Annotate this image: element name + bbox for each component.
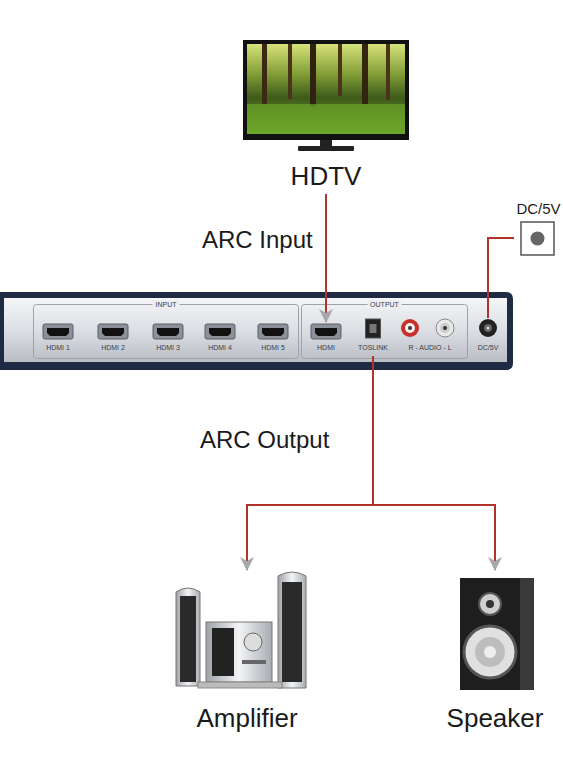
amplifier-node: Amplifier [158,570,336,740]
port-label: HDMI 1 [38,343,78,352]
panel-face [4,298,507,362]
port-label: R - AUDIO - L [394,343,466,352]
tv-node: HDTV [240,38,412,194]
port-label: TOSLINK [355,343,391,352]
rca-ports [394,318,466,340]
dc-port-node: DC/5V [470,318,506,359]
port-label: OUTPUT [367,300,402,309]
node-label: Amplifier [158,704,336,732]
hdmi-port-node: HDMI 4 [200,322,240,356]
signal-wire [325,194,327,322]
panel-body [0,292,513,370]
toslink-port [355,318,391,340]
speaker-illustration [430,570,560,694]
hdmi-port [308,322,344,342]
toslink-node: TOSLINK [355,318,391,356]
node-label: DC/5V [514,200,563,217]
audio-out-node: R - AUDIO - L [394,318,466,356]
node-label: Speaker [430,704,560,732]
hdmi-port-node: HDMI 2 [93,322,133,356]
hdmi-port [253,322,293,342]
port-label: HDMI [308,343,344,352]
hdmi-port [93,322,133,342]
port-label: HDMI 5 [253,343,293,352]
output-group: OUTPUT HDMI TOSLINKR - AUDIO - L [301,300,468,359]
signal-wire [373,356,495,570]
port-label: HDMI 4 [200,343,240,352]
hdmi-port-node: HDMI 1 [38,322,78,356]
port-label: DC/5V [470,343,506,352]
power-adapter: DC/5V [514,200,563,256]
signal-wire [247,356,373,570]
speaker-node: Speaker [430,570,560,740]
hdmi-port [148,322,188,342]
hdtv-icon [240,38,412,156]
hdmi-port [38,322,78,342]
node-label: HDTV [240,162,412,190]
port-label: HDMI 3 [148,343,188,352]
edge-label: ARC Output [200,426,329,454]
edge-label: ARC Input [202,226,313,254]
port-label: HDMI 2 [93,343,133,352]
hdmi-port-node: HDMI 5 [253,322,293,356]
amplifier-illustration [158,570,336,694]
port-label: INPUT [153,300,180,309]
hdmi-port [200,322,240,342]
input-group: INPUT HDMI 1 HDMI 2 HDMI 3 HDMI 4 HDMI 5 [33,300,299,359]
hdmi-out-node: HDMI [308,322,344,356]
dc-port [470,318,506,340]
hdmi-port-node: HDMI 3 [148,322,188,356]
signal-wire [488,238,514,318]
